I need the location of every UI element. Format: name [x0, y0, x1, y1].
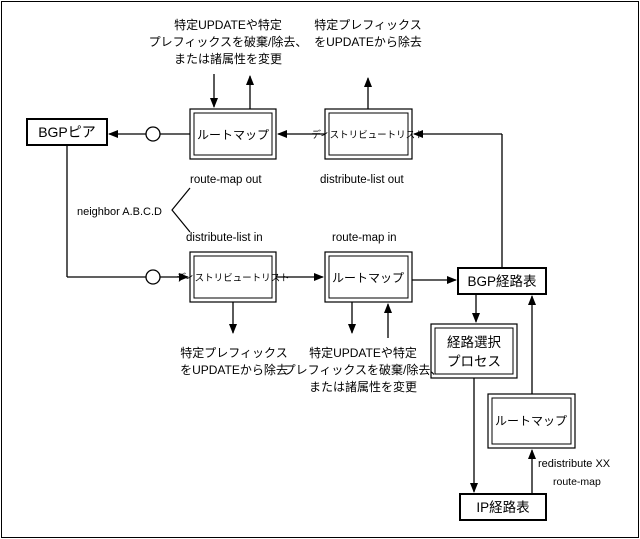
distribute-list-out-command: distribute-list out: [320, 174, 405, 186]
bgp-peer-box: BGPピア: [26, 118, 108, 146]
distribute-list-out-box: ディストリビュートリスト: [311, 108, 425, 160]
bgp-table-box: BGP経路表: [457, 267, 547, 295]
route-map-out-action-line-1: 特定UPDATEや特定: [174, 17, 282, 32]
outbound-filter-point: [145, 126, 161, 142]
route-map-redistribute-box: ルートマップ: [487, 393, 576, 449]
neighbor-command: neighbor A.B.C.D: [77, 206, 162, 218]
redistribute-command: redistribute XX: [538, 458, 611, 470]
route-map-out-action-line-3: または諸属性を変更: [174, 51, 282, 66]
route-map-in-command: route-map in: [332, 232, 397, 244]
distribute-list-in-action-line-2: をUPDATEから除去: [180, 362, 288, 377]
distribute-list-in-label: ディストリビュートリスト: [176, 272, 289, 284]
bgp-table-label: BGP経路表: [467, 274, 537, 289]
distribute-list-in-box: ディストリビュートリスト: [176, 251, 290, 303]
neighbor-brace: [171, 187, 191, 233]
route-map-out-action-line-2: プレフィックスを破棄/除去、: [149, 34, 308, 49]
route-map-in-action-line-1: 特定UPDATEや特定: [309, 345, 417, 360]
ip-table-box: IP経路表: [459, 493, 547, 521]
route-map-redistribute-label: ルートマップ: [495, 414, 567, 428]
path-selection-box: 経路選択 プロセス: [430, 323, 518, 379]
distribute-list-out-action-line-1: 特定プレフィックス: [314, 17, 421, 32]
distribute-list-out-label: ディストリビュートリスト: [311, 129, 424, 141]
distribute-list-out-action-line-2: をUPDATEから除去: [314, 34, 422, 49]
distribute-list-in-action-line-1: 特定プレフィックス: [180, 345, 287, 360]
route-map-in-action-line-2: プレフィックスを破棄/除去、: [284, 362, 443, 377]
bgp-peer-label: BGPピア: [38, 124, 96, 140]
route-map-out-box: ルートマップ: [189, 108, 277, 160]
ip-table-label: IP経路表: [476, 500, 530, 515]
redistribute-route-map-command: route-map: [553, 476, 601, 488]
route-map-out-label: ルートマップ: [197, 128, 269, 142]
path-selection-label-2: プロセス: [447, 354, 501, 369]
route-map-out-command: route-map out: [190, 174, 262, 186]
route-map-in-box: ルートマップ: [324, 251, 413, 303]
inbound-filter-point: [145, 269, 161, 285]
path-selection-label-1: 経路選択: [447, 335, 501, 350]
distribute-list-in-command: distribute-list in: [186, 232, 263, 244]
route-map-in-action-line-3: または諸属性を変更: [309, 379, 417, 394]
route-map-in-label: ルートマップ: [332, 271, 404, 285]
